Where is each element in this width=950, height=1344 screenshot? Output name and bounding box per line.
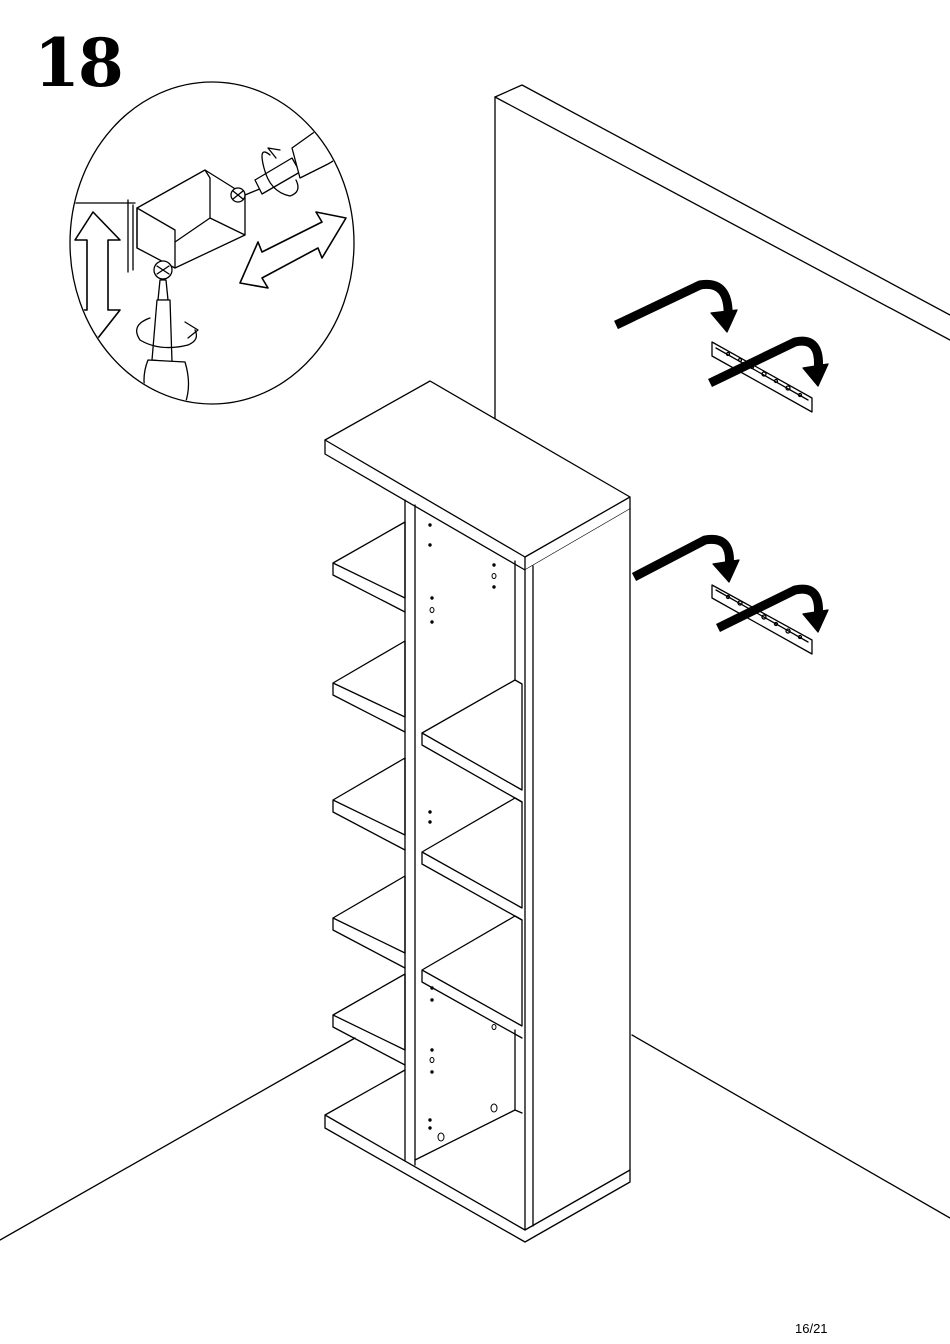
page-number: 16/21 <box>795 1321 828 1336</box>
screwdriver-icon <box>144 261 189 404</box>
right-shelves <box>422 680 522 1038</box>
upper-bracket-group <box>616 284 828 412</box>
insert-arrow-icon <box>634 539 730 577</box>
right-side-panel <box>525 509 630 1230</box>
detail-callout <box>70 82 354 404</box>
insert-arrow-icon <box>616 284 728 325</box>
room-lines <box>0 85 950 1240</box>
lower-bracket-group <box>634 539 828 654</box>
adjust-arrow-icon <box>75 212 120 338</box>
shelf-pin-holes <box>429 524 497 1141</box>
top-panel <box>325 381 630 557</box>
bracket-box <box>137 170 245 268</box>
left-shelves <box>333 522 405 1065</box>
bookcase <box>325 381 630 1242</box>
screwdriver-icon <box>231 127 342 202</box>
adjust-arrow-icon <box>240 212 346 288</box>
